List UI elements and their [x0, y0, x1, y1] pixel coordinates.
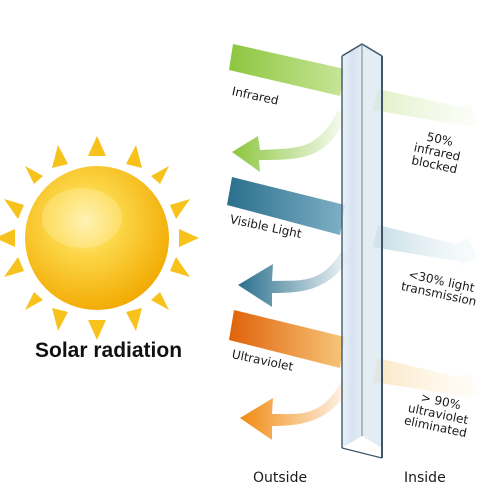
diagram-title: Solar radiation: [35, 339, 183, 362]
sun-icon: [0, 136, 199, 340]
ultraviolet-band: [229, 310, 478, 440]
glass-pane-icon: [341, 43, 383, 459]
visible-band: [227, 177, 478, 307]
side-label-outside: Outside: [253, 470, 308, 486]
side-label-inside: Inside: [404, 470, 446, 486]
infrared-band: [229, 44, 478, 172]
